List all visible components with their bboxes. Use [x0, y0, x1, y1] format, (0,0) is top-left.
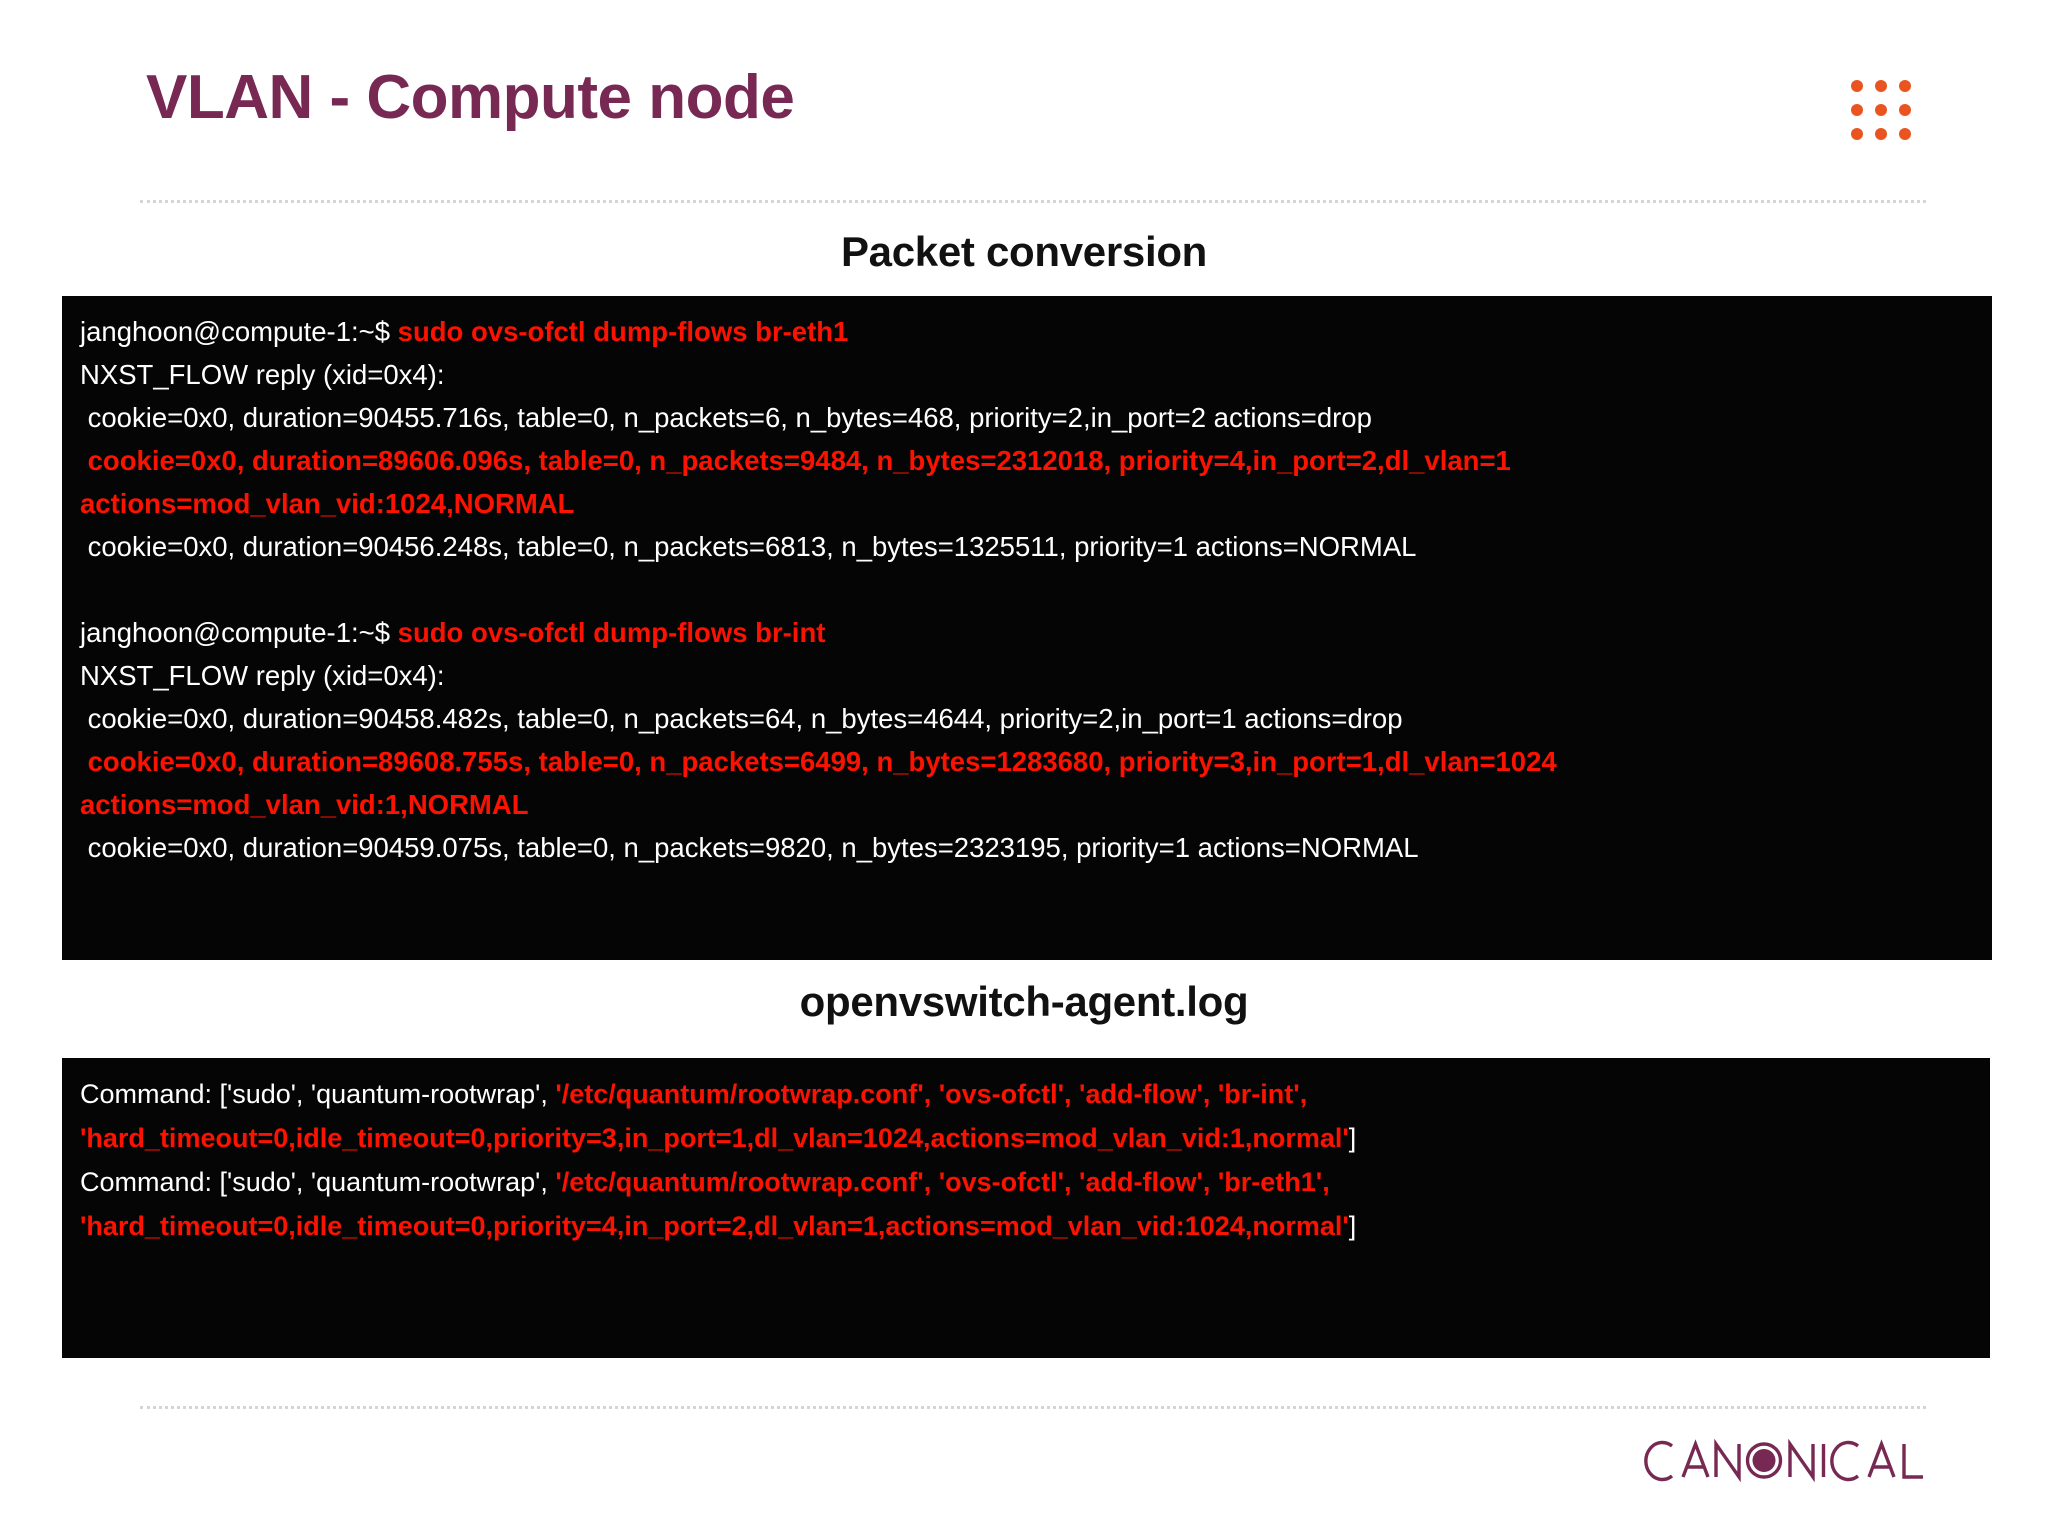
section-heading-openvswitch-agent-log: openvswitch-agent.log: [799, 978, 1249, 1025]
terminal-text: cookie=0x0, duration=90456.248s, table=0…: [80, 531, 1417, 562]
header-divider: [140, 200, 1926, 203]
terminal-text: '/etc/quantum/rootwrap.conf', 'ovs-ofctl…: [80, 1167, 1349, 1241]
terminal-text: janghoon@compute-1:~$: [80, 316, 398, 347]
section-heading-packet-conversion: Packet conversion: [840, 228, 1208, 275]
terminal-line: NXST_FLOW reply (xid=0x4):: [80, 353, 1980, 396]
terminal-line: cookie=0x0, duration=90458.482s, table=0…: [80, 697, 1980, 740]
terminal-text: sudo ovs-ofctl dump-flows br-int: [397, 617, 826, 648]
dot-grid-dot: [1875, 128, 1887, 140]
dot-grid-dot: [1899, 128, 1911, 140]
canonical-logo: [1642, 1434, 1930, 1488]
dot-grid-dot: [1851, 80, 1863, 92]
terminal-line: janghoon@compute-1:~$ sudo ovs-ofctl dum…: [80, 611, 1980, 654]
terminal-text: cookie=0x0, duration=90459.075s, table=0…: [80, 832, 1419, 863]
terminal-line: cookie=0x0, duration=90455.716s, table=0…: [80, 396, 1980, 439]
terminal-text: NXST_FLOW reply (xid=0x4):: [80, 660, 445, 691]
terminal-line: Command: ['sudo', 'quantum-rootwrap', '/…: [80, 1072, 1978, 1160]
terminal-line: cookie=0x0, duration=90456.248s, table=0…: [80, 525, 1980, 568]
terminal-line: NXST_FLOW reply (xid=0x4):: [80, 654, 1980, 697]
canonical-wordmark-icon: [1644, 1438, 1923, 1483]
terminal-text: ]: [1348, 1211, 1357, 1241]
terminal-text: ]: [1348, 1123, 1357, 1153]
terminal-line: [80, 568, 1980, 611]
dot-grid-dot: [1851, 128, 1863, 140]
terminal-block-openvswitch-agent-log: Command: ['sudo', 'quantum-rootwrap', '/…: [62, 1058, 1990, 1358]
dot-grid-icon: [1851, 80, 1923, 152]
canonical-o-dot: [1752, 1449, 1776, 1472]
terminal-text: Command: ['sudo', 'quantum-rootwrap',: [80, 1167, 556, 1197]
terminal-text: cookie=0x0, duration=89608.755s, table=0…: [80, 746, 1565, 820]
terminal-block-packet-conversion: janghoon@compute-1:~$ sudo ovs-ofctl dum…: [62, 296, 1992, 960]
terminal-text: cookie=0x0, duration=89606.096s, table=0…: [80, 445, 1519, 519]
dot-grid-dot: [1875, 80, 1887, 92]
terminal-line: cookie=0x0, duration=89606.096s, table=0…: [80, 439, 1980, 525]
terminal-line: cookie=0x0, duration=90459.075s, table=0…: [80, 826, 1980, 869]
dot-grid-dot: [1899, 104, 1911, 116]
terminal-text: '/etc/quantum/rootwrap.conf', 'ovs-ofctl…: [80, 1079, 1349, 1153]
terminal-text: sudo ovs-ofctl dump-flows br-eth1: [397, 316, 849, 347]
page-title: VLAN - Compute node: [146, 63, 795, 132]
terminal-line: cookie=0x0, duration=89608.755s, table=0…: [80, 740, 1980, 826]
terminal-line: janghoon@compute-1:~$ sudo ovs-ofctl dum…: [80, 310, 1980, 353]
slide-header: VLAN - Compute node: [0, 0, 2048, 206]
terminal-text: Command: ['sudo', 'quantum-rootwrap',: [80, 1079, 556, 1109]
terminal-text: cookie=0x0, duration=90458.482s, table=0…: [80, 703, 1403, 734]
dot-grid-dot: [1875, 104, 1887, 116]
terminal-text: NXST_FLOW reply (xid=0x4):: [80, 359, 445, 390]
terminal-text: janghoon@compute-1:~$: [80, 617, 398, 648]
footer-divider: [140, 1406, 1926, 1409]
dot-grid-dot: [1851, 104, 1863, 116]
dot-grid-dot: [1899, 80, 1911, 92]
terminal-text: cookie=0x0, duration=90455.716s, table=0…: [80, 402, 1372, 433]
terminal-line: Command: ['sudo', 'quantum-rootwrap', '/…: [80, 1160, 1978, 1248]
